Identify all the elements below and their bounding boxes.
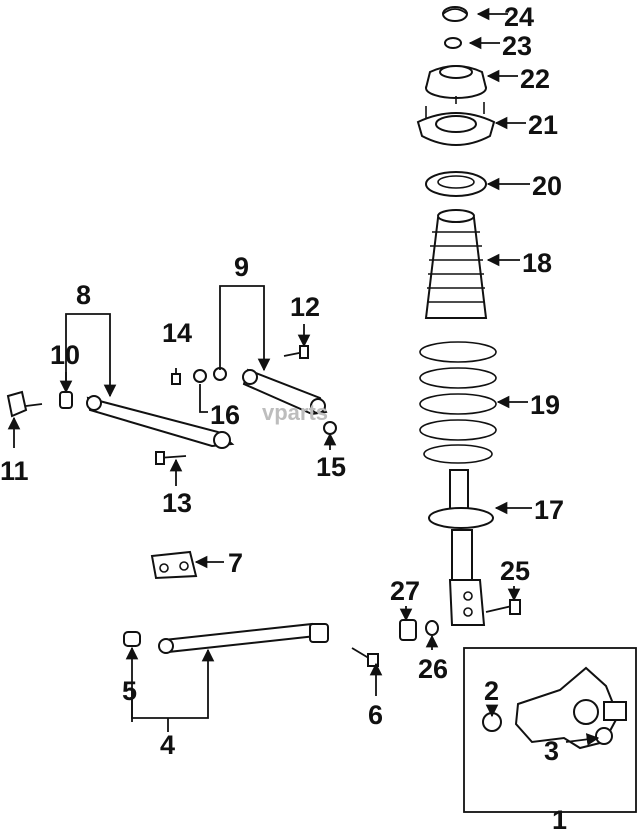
part-16-nut (193, 367, 227, 383)
callout-16: 16 (210, 400, 240, 430)
part-23-nut (444, 37, 462, 49)
part-18-bump-boot (424, 209, 488, 319)
callout-10: 10 (50, 340, 80, 370)
callout-24: 24 (504, 2, 534, 32)
part-13-bolt (155, 451, 187, 465)
part-20-spring-seat (425, 171, 487, 197)
callout-13: 13 (162, 488, 192, 518)
part-22-upper-mount (425, 65, 487, 99)
callout-12: 12 (290, 292, 320, 322)
callout-22: 22 (520, 64, 550, 94)
callout-19: 19 (530, 390, 560, 420)
part-17-strut-body (428, 469, 494, 626)
part-8-lower-arm (86, 395, 235, 449)
watermark-logo: vparts (262, 400, 328, 425)
callout-8: 8 (76, 280, 91, 310)
callout-20: 20 (532, 171, 562, 201)
part-21-mount-plate (416, 96, 496, 146)
part-14-nut (171, 373, 181, 385)
part-9-upper-arm (242, 368, 328, 416)
callout-1: 1 (552, 805, 567, 829)
callout-21: 21 (528, 110, 558, 140)
part-7-bracket (150, 550, 198, 580)
part-6-bolt (351, 647, 379, 667)
callout-15: 15 (316, 452, 346, 482)
callout-17: 17 (534, 495, 564, 525)
callout-2: 2 (484, 676, 499, 706)
part-24-cap (442, 6, 468, 22)
callout-6: 6 (368, 700, 383, 730)
callout-14: 14 (162, 318, 192, 348)
callout-7: 7 (228, 548, 243, 578)
callout-5: 5 (122, 676, 137, 706)
callout-11: 11 (0, 456, 29, 486)
callout-26: 26 (418, 654, 448, 684)
part-11-bracket (6, 390, 43, 418)
callout-23: 23 (502, 31, 532, 61)
callout-18: 18 (522, 248, 552, 278)
callout-25: 25 (500, 556, 530, 586)
callout-3: 3 (544, 736, 559, 766)
part-25-bolt (485, 599, 521, 615)
part-26-washer (425, 620, 439, 636)
callout-4: 4 (160, 730, 175, 760)
part-10-bushing (59, 391, 73, 409)
inset-box (463, 647, 637, 813)
callout-9: 9 (234, 252, 249, 282)
part-4-lateral-link (158, 622, 329, 654)
part-1-knuckle (514, 666, 627, 750)
part-12-bolt (283, 345, 309, 359)
part-19-coil-spring (419, 341, 497, 464)
part-5-bushing (123, 631, 141, 647)
part-3-nut (595, 727, 613, 745)
part-27-nut (399, 619, 417, 641)
callout-27: 27 (390, 576, 420, 606)
